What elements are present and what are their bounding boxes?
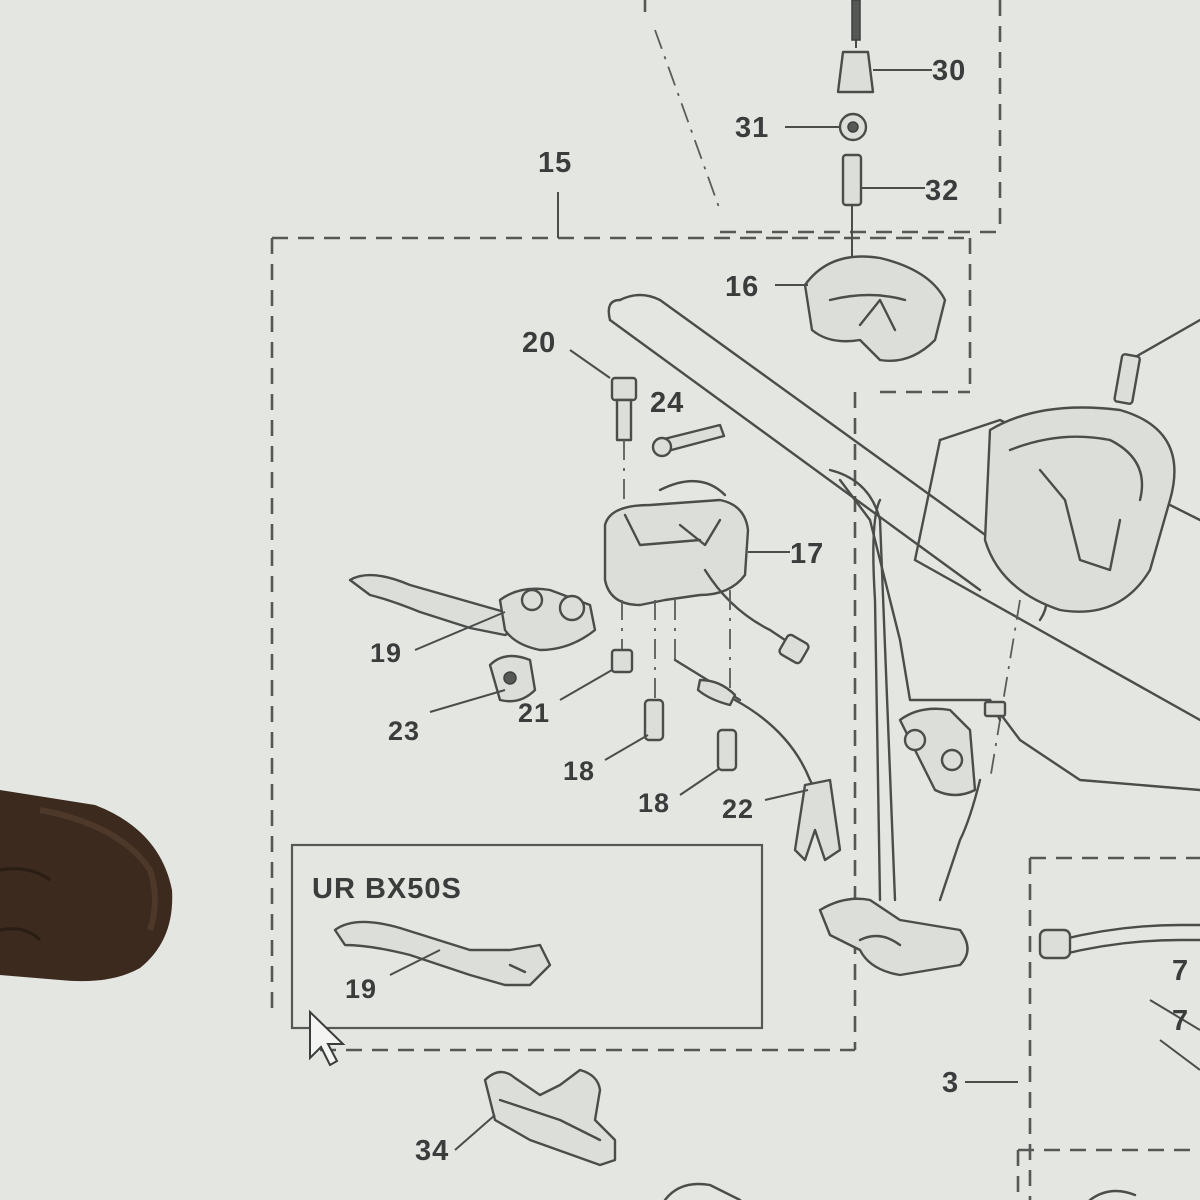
right-grip [913,318,1200,902]
cap-30-icon [836,50,875,94]
master-cylinder-17 [603,479,790,607]
screws-18 [604,600,738,796]
callout-18-b: 18 [638,788,670,818]
bolt-20 [569,349,638,510]
callout-21: 21 [518,698,550,728]
bolt-32-icon [841,153,863,207]
lever-19 [348,573,597,713]
callout-19-variant: 19 [345,974,377,1004]
callout-31: 31 [735,112,769,144]
callout-30: 30 [932,55,966,87]
callout-23: 23 [388,716,420,746]
callout-16: 16 [725,271,759,303]
mouse-cursor-icon [309,1009,346,1067]
callout-19: 19 [370,638,402,668]
callout-32: 32 [925,175,959,207]
callout-22: 22 [722,794,754,824]
callout-20: 20 [522,327,556,359]
guard-34 [454,1068,1137,1200]
callout-34: 34 [415,1135,449,1167]
lower-bracket [818,698,1007,977]
callout-24: 24 [650,387,684,419]
reservoir-stack [785,0,932,300]
finger-photo [0,790,173,982]
callout-3: 3 [942,1067,959,1099]
callout-15: 15 [538,147,572,179]
screw-24 [651,423,726,458]
callout-7-b: 7 [1172,1005,1189,1037]
nut-21 [559,600,634,701]
holder-16 [775,255,947,362]
right-assembly-box [1016,856,1200,1200]
callout-18-a: 18 [563,756,595,786]
switch-cable [673,568,842,862]
upper-assembly-box [643,0,1002,234]
callout-labels: 30 31 32 15 16 20 24 17 19 23 21 18 18 2… [345,55,1189,1167]
variant-box-title: UR BX50S [312,873,462,905]
cable-7 [1038,923,1200,1071]
callout-7-a: 7 [1172,955,1189,987]
callout-17: 17 [790,538,824,570]
variant-box: UR BX50S [290,843,764,1030]
